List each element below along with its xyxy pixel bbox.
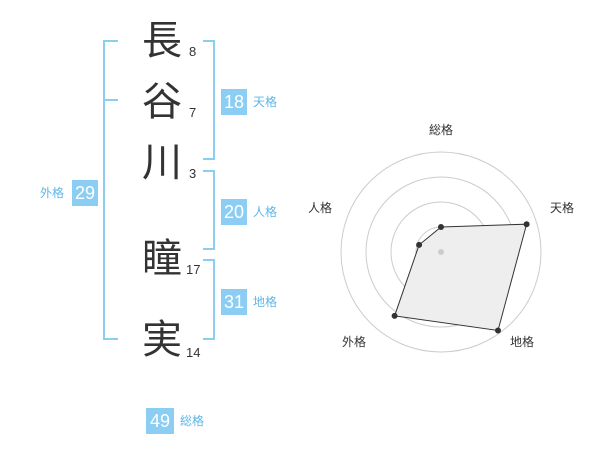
radar-label-tenkaku: 天格 [550, 200, 574, 215]
radar-label-chikaku: 地格 [510, 334, 534, 349]
stroke-count-1: 8 [189, 44, 197, 59]
radar-point-3 [495, 327, 501, 334]
radar-label-soukaku: 総格 [429, 122, 453, 137]
radar-point-4 [391, 312, 398, 319]
stroke-count-2: 7 [189, 105, 197, 120]
jinkaku-label: 人格 [253, 205, 278, 219]
radar-chart: 総格 天格 地格 外格 人格 [308, 122, 574, 353]
name-char-2: 谷 [142, 79, 182, 125]
radar-label-gaikaku: 外格 [342, 334, 366, 349]
radar-point-5 [416, 241, 423, 248]
name-char-1: 長 [142, 18, 182, 64]
name-char-5: 実 [142, 317, 182, 363]
name-char-3: 川 [142, 140, 182, 186]
radar-center [438, 249, 444, 255]
radar-point-2 [523, 221, 530, 228]
tenkaku-badge: 18 [221, 89, 247, 115]
name-char-4: 瞳 [142, 236, 182, 282]
stroke-count-5: 14 [186, 345, 201, 360]
stroke-count-3: 3 [189, 166, 197, 181]
radar-area [393, 223, 528, 332]
radar-point-1 [438, 224, 444, 230]
stroke-count-4: 17 [186, 262, 201, 277]
chikaku-label: 地格 [253, 295, 278, 309]
chikaku-badge: 31 [221, 289, 247, 315]
jinkaku-badge: 20 [221, 199, 247, 225]
gaikaku-label: 外格 [40, 186, 65, 200]
radar-ring-4 [340, 151, 542, 353]
radar-points [391, 221, 530, 334]
tenkaku-label: 天格 [253, 95, 278, 109]
soukaku-label: 総格 [180, 414, 205, 428]
radar-label-jinkaku: 人格 [308, 200, 332, 215]
gaikaku-badge: 29 [72, 180, 98, 206]
soukaku-badge: 49 [146, 408, 174, 434]
